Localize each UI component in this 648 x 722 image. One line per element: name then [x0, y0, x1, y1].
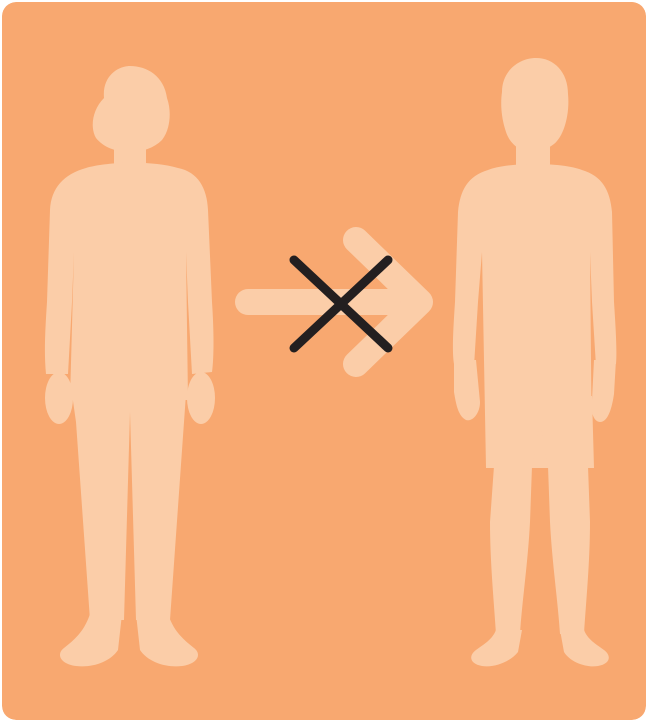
illustration-panel [2, 2, 646, 720]
illustration-canvas [2, 2, 646, 720]
